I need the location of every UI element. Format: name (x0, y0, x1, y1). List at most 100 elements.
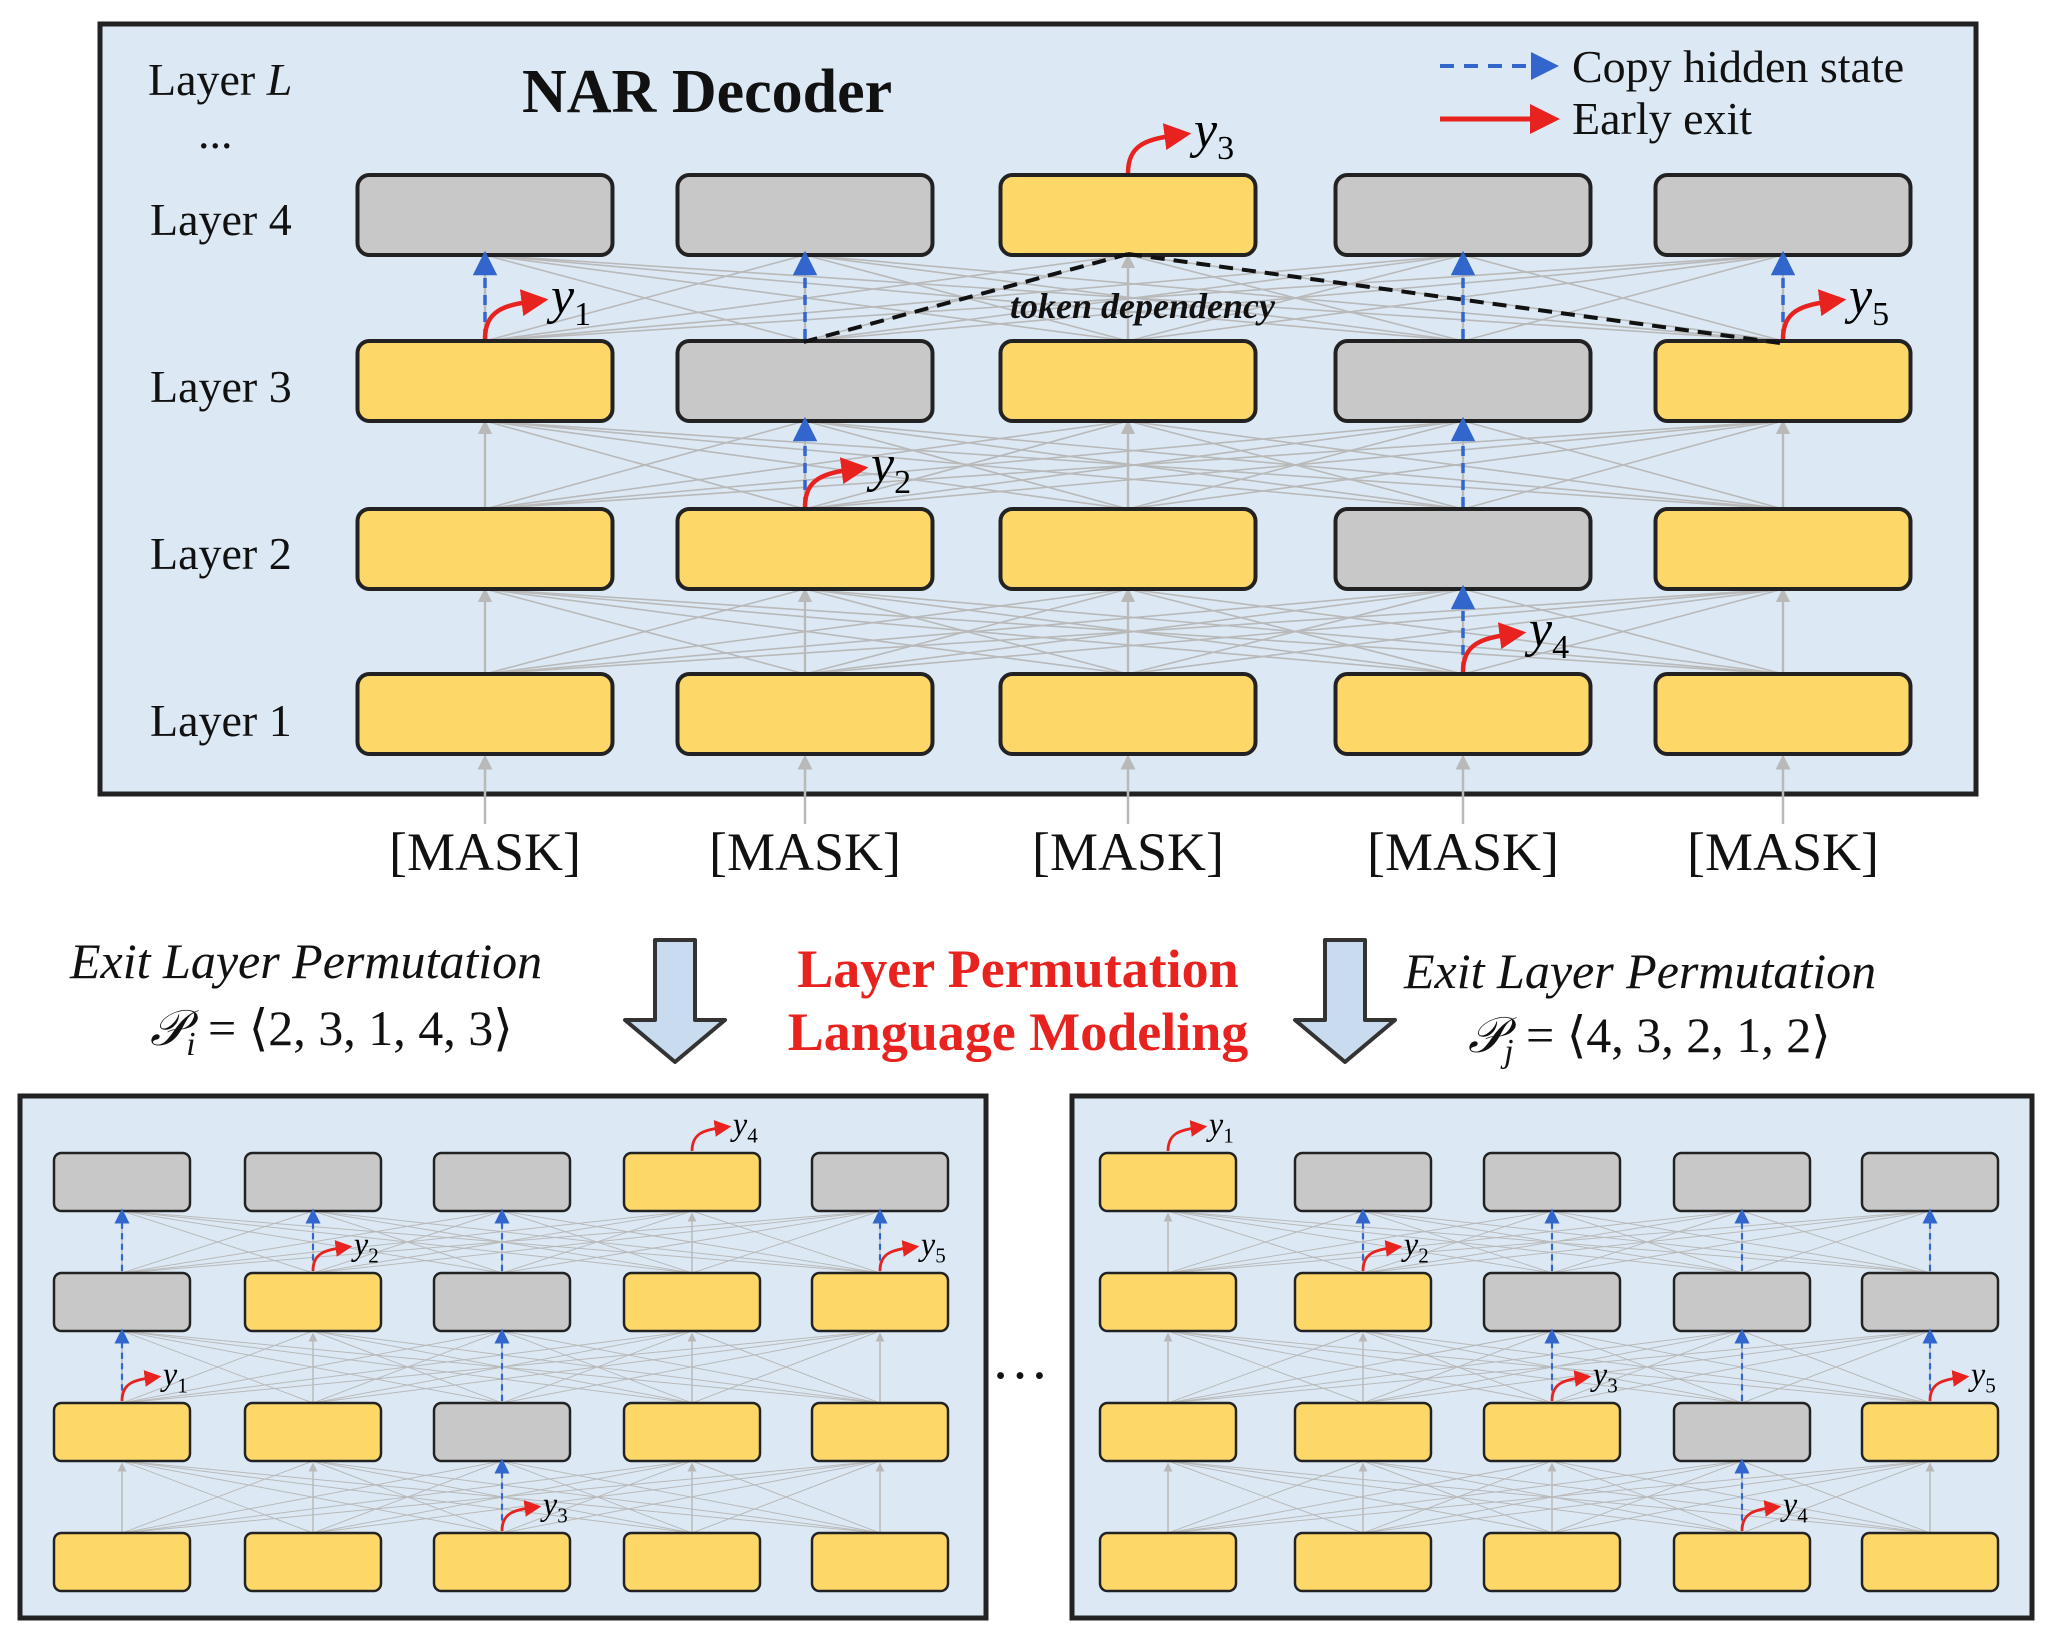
top-copy-arrows (472, 250, 1796, 672)
active-layer-box (1860, 1531, 2000, 1593)
connection-line (1741, 1460, 1931, 1534)
active-layer-box (1333, 672, 1593, 756)
legend-copy-label: Copy hidden state (1572, 41, 1904, 92)
early-exit-arrow (878, 1240, 920, 1272)
connection-line (1167, 1330, 1364, 1404)
mask-input: [MASK] (1367, 822, 1559, 882)
connection-line (1167, 1330, 1553, 1404)
early-exit-arrow (1361, 1240, 1403, 1272)
connection-line (691, 1460, 881, 1534)
exit-token-label: y2 (866, 436, 911, 501)
connection-line (691, 1330, 881, 1404)
connection-line (484, 254, 1784, 342)
inactive-layer-box (1333, 173, 1593, 257)
active-layer-box (998, 339, 1258, 423)
early-exit-arrow (311, 1240, 353, 1272)
active-layer-box (622, 1531, 762, 1593)
exit-token-label: y3 (1590, 1356, 1618, 1397)
connection-line (121, 1210, 503, 1274)
layer-ellipsis: ... (198, 107, 233, 158)
connection-line (121, 1210, 693, 1274)
top-boxes (355, 173, 1913, 756)
layer-3-label: Layer 3 (150, 361, 292, 412)
early-exit-arrow (690, 1120, 732, 1152)
top-connections (477, 253, 1791, 824)
dependency-line-right (1127, 252, 1781, 345)
active-layer-box (998, 173, 1258, 257)
dependency-line-left (799, 252, 1129, 345)
mask-input: [MASK] (1032, 822, 1224, 882)
inactive-layer-box (243, 1151, 383, 1213)
active-layer-box (1482, 1531, 1622, 1593)
active-layer-box (1482, 1401, 1622, 1463)
exit-token-label: y3 (1189, 102, 1234, 167)
bottom-right-boxes (1098, 1151, 2000, 1593)
connection-line (1462, 420, 1784, 510)
connection-line (501, 1330, 881, 1404)
connection-line (484, 588, 1784, 675)
inactive-layer-box (810, 1151, 950, 1213)
exit-token-label: y5 (1844, 268, 1889, 333)
connection-line (312, 1460, 881, 1534)
mask-inputs: [MASK] [MASK] [MASK] [MASK] [MASK] (389, 822, 1879, 882)
active-layer-box (1098, 1531, 1238, 1593)
connection-line (1167, 1210, 1743, 1274)
active-layer-box (1653, 672, 1913, 756)
inactive-layer-box (355, 173, 615, 257)
bottom-left-connections (117, 1210, 885, 1534)
middle-section: Exit Layer Permutation 𝒫i = ⟨2, 3, 1, 4,… (69, 933, 1876, 1070)
inactive-layer-box (1672, 1151, 1812, 1213)
connection-line (501, 1210, 881, 1274)
inactive-layer-box (1333, 339, 1593, 423)
exit-token-label: y4 (730, 1106, 758, 1147)
active-layer-box (1860, 1401, 2000, 1463)
connection-line (121, 1210, 314, 1274)
bottom-right-copy-arrows (1355, 1208, 1938, 1531)
active-layer-box (52, 1401, 192, 1463)
active-layer-box (675, 672, 935, 756)
exit-token-label: y4 (1524, 601, 1569, 666)
active-layer-box (622, 1271, 762, 1333)
active-layer-box (355, 339, 615, 423)
early-exit-arrow (1740, 1500, 1782, 1532)
bottom-left-boxes (52, 1151, 950, 1593)
connection-line (804, 420, 1784, 510)
connection-line (121, 1460, 503, 1534)
inactive-layer-box (432, 1401, 572, 1463)
active-layer-box (355, 507, 615, 591)
connection-line (1167, 1460, 1553, 1534)
early-exit-arrow (1928, 1370, 1970, 1402)
exit-token-label: y5 (1968, 1356, 1996, 1397)
connection-line (1551, 1210, 1931, 1274)
connection-line (691, 1210, 881, 1274)
active-layer-box (1653, 339, 1913, 423)
layer-1-label: Layer 1 (150, 695, 292, 746)
right-permutation-formula: 𝒫j = ⟨4, 3, 2, 1, 2⟩ (1468, 1007, 1831, 1070)
connection-line (484, 254, 1464, 342)
mask-input: [MASK] (709, 822, 901, 882)
connection-line (484, 420, 1784, 510)
active-layer-box (810, 1401, 950, 1463)
active-layer-box (810, 1531, 950, 1593)
connection-line (1127, 420, 1784, 510)
inactive-layer-box (675, 173, 935, 257)
early-exit-arrow (802, 457, 869, 508)
early-exit-arrow (1460, 622, 1527, 673)
early-exit-arrow (482, 289, 549, 340)
connection-line (121, 1330, 693, 1404)
active-layer-box (622, 1401, 762, 1463)
connection-line (804, 254, 1784, 342)
active-layer-box (998, 672, 1258, 756)
mask-input: [MASK] (389, 822, 581, 882)
connection-line (484, 420, 806, 510)
connection-line (1362, 1460, 1931, 1534)
bottom-left-copy-arrows (114, 1208, 888, 1531)
connection-line (121, 1330, 314, 1404)
connection-line (1167, 1460, 1931, 1534)
down-block-arrow-icon (623, 938, 727, 1064)
inactive-layer-box (52, 1271, 192, 1333)
